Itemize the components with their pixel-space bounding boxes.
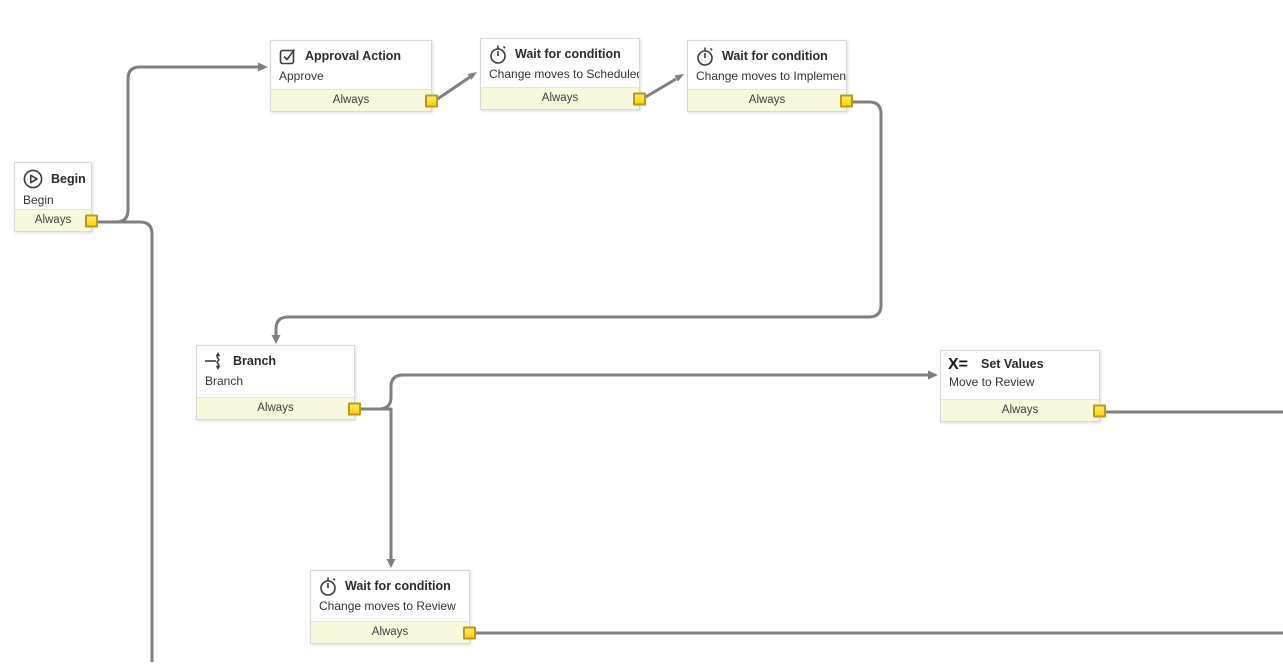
transition-label: Always	[371, 626, 409, 638]
workflow-node-wait-review[interactable]: Wait for condition Change moves to Revie…	[310, 570, 476, 644]
arrowhead-approval-action-to-wait-scheduled	[467, 72, 477, 80]
wire-wait-implement-to-branch[interactable]	[274, 100, 883, 336]
arrowhead-branch-to-wait-review	[386, 559, 396, 568]
transition-label: Always	[541, 92, 579, 104]
arrowhead-wait-implement-to-branch	[271, 335, 281, 344]
output-connector[interactable]	[840, 94, 853, 107]
wire-begin-to-approval-action[interactable]	[96, 65, 260, 224]
transition-label: Always	[257, 402, 294, 414]
output-connector[interactable]	[348, 402, 361, 415]
transition-label: Always	[34, 214, 72, 226]
stopwatch-icon	[695, 46, 715, 66]
node-title: Wait for condition	[515, 47, 621, 61]
workflow-node-wait-implement[interactable]: Wait for condition Change moves to Imple…	[687, 40, 853, 112]
node-subtitle: Branch	[205, 374, 244, 388]
transition-bar[interactable]: Always	[941, 399, 1106, 421]
wire-wait-scheduled-to-wait-implement[interactable]	[643, 77, 677, 100]
transition-bar[interactable]: Always	[481, 87, 646, 109]
wire-branch-to-wait-review[interactable]	[359, 407, 393, 559]
branch-fork-icon	[204, 351, 226, 371]
workflow-node-begin[interactable]: Begin Begin Always	[14, 162, 98, 232]
transition-bar[interactable]: Always	[311, 621, 476, 643]
output-connector[interactable]	[463, 626, 476, 639]
transition-label: Always	[332, 94, 370, 106]
transition-bar[interactable]: Always	[688, 89, 853, 111]
wire-branch-to-set-values[interactable]	[359, 373, 929, 411]
transition-bar[interactable]: Always	[197, 397, 361, 419]
node-title: Branch	[233, 354, 277, 368]
node-title: Begin	[51, 172, 86, 186]
workflow-node-set-values[interactable]: X= Set Values Move to Review Always	[940, 350, 1106, 422]
output-connector[interactable]	[633, 92, 646, 105]
transition-label: Always	[1001, 404, 1039, 416]
stopwatch-icon	[488, 44, 508, 64]
wire-approval-action-to-wait-scheduled[interactable]	[435, 75, 471, 102]
node-title: Wait for condition	[345, 579, 451, 593]
node-subtitle: Move to Review	[949, 375, 1035, 389]
node-title: Approval Action	[305, 49, 402, 63]
node-title: Set Values	[981, 357, 1044, 371]
play-circle-icon	[22, 168, 44, 190]
output-connector[interactable]	[1093, 404, 1106, 417]
node-subtitle: Begin	[23, 193, 54, 207]
node-title: Wait for condition	[722, 49, 828, 63]
workflow-node-wait-scheduled[interactable]: Wait for condition Change moves to Sched…	[480, 38, 646, 110]
node-subtitle: Change moves to Review	[319, 599, 456, 613]
transition-bar[interactable]: Always	[15, 209, 98, 231]
checkbox-check-icon	[278, 46, 298, 66]
node-subtitle: Approve	[279, 69, 324, 83]
transition-label: Always	[748, 94, 786, 106]
node-subtitle: Change moves to Implement	[696, 69, 846, 83]
arrowhead-wait-scheduled-to-wait-implement	[674, 74, 684, 82]
output-connector[interactable]	[85, 214, 98, 227]
workflow-node-approval-action[interactable]: Approval Action Approve Always	[270, 40, 438, 112]
arrowhead-branch-to-set-values	[928, 370, 938, 380]
workflow-node-branch[interactable]: Branch Branch Always	[196, 345, 361, 420]
wire-begin-to-off-canvas-bottom[interactable]	[96, 220, 154, 662]
x-equals-icon: X=	[948, 356, 974, 372]
arrowhead-begin-to-approval-action	[258, 62, 268, 72]
stopwatch-icon	[318, 576, 338, 596]
svg-text:X=: X=	[948, 356, 968, 372]
node-subtitle: Change moves to Scheduled	[489, 67, 639, 81]
transition-bar[interactable]: Always	[271, 89, 438, 111]
output-connector[interactable]	[425, 94, 438, 107]
